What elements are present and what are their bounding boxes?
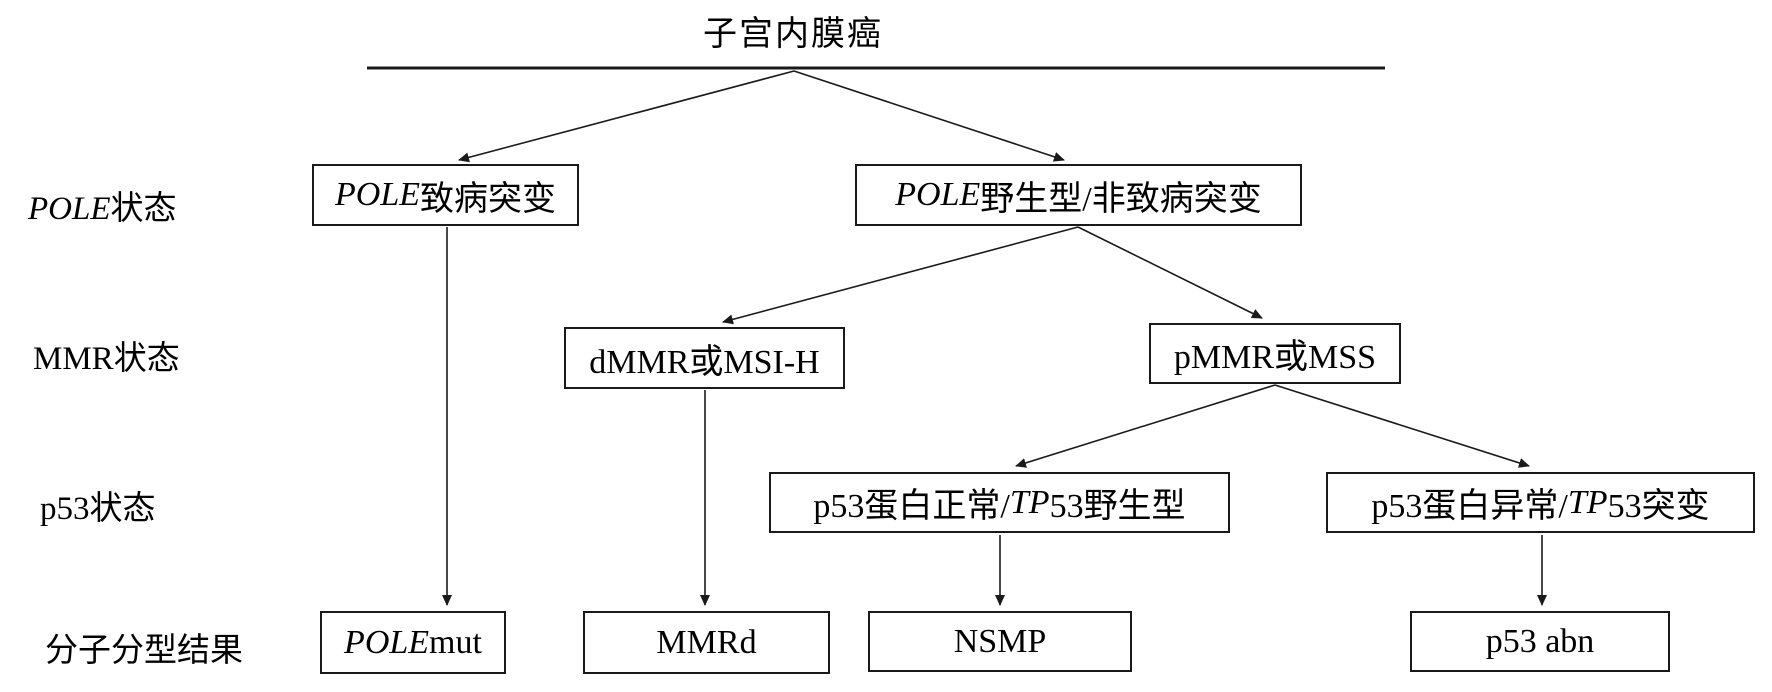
text-part: 状态 — [110, 191, 177, 227]
text-part: POLE — [28, 191, 111, 227]
text-part: MMRd — [656, 623, 757, 661]
row-label-pole-status: POLE状态 — [28, 181, 177, 229]
row-label-molecular-result: 分子分型结果 — [45, 623, 243, 671]
text-part: 53野生型 — [1049, 488, 1186, 525]
text-part: p53蛋白正常/ — [813, 488, 1010, 525]
text-part: POLE — [335, 176, 420, 213]
node-result-pole-mut: POLE mut — [320, 611, 506, 674]
row-label-p53-status: p53状态 — [40, 481, 156, 529]
text-part: p53 abn — [1485, 622, 1595, 660]
diagram-title: 子宫内膜癌 — [703, 6, 883, 55]
text-part: pMMR或MSS — [1173, 339, 1377, 376]
arrow-pmmr-to-p53-abnormal — [1274, 384, 1530, 468]
text-part: 53突变 — [1607, 488, 1710, 525]
node-result-p53-abn: p53 abn — [1410, 611, 1670, 672]
node-result-mmrd: MMRd — [583, 611, 830, 674]
text-part: mut — [429, 623, 482, 661]
arrow-pole-wildtype-to-dmmr — [722, 226, 1079, 325]
node-pmmr-mss: pMMR或MSS — [1149, 323, 1401, 384]
text-part: dMMR或MSI-H — [589, 343, 820, 381]
text-part: MMR状态 — [33, 341, 180, 377]
text-part: p53蛋白异常/ — [1371, 488, 1568, 525]
arrow-root-to-pole-pathogenic — [458, 70, 795, 163]
text-part: POLE — [895, 176, 981, 213]
row-label-mmr-status: MMR状态 — [33, 331, 180, 379]
text-part: NSMP — [953, 622, 1047, 660]
text-part: TP — [1567, 483, 1608, 521]
text-part: 子宫内膜癌 — [703, 16, 883, 53]
arrow-root-to-pole-wildtype — [793, 70, 1065, 162]
text-part: 野生型/非致病突变 — [980, 180, 1262, 218]
arrow-pole-wildtype-to-pmmr — [1077, 226, 1263, 319]
text-part: p53状态 — [40, 491, 156, 527]
text-part: POLE — [344, 623, 430, 661]
text-part: 分子分型结果 — [45, 633, 243, 669]
text-part: TP — [1009, 483, 1050, 521]
node-result-nsmp: NSMP — [868, 611, 1132, 672]
text-part: 致病突变 — [420, 180, 556, 218]
arrow-pmmr-to-p53-normal — [1015, 384, 1276, 468]
node-dmmr-msi-h: dMMR或MSI-H — [564, 327, 845, 389]
